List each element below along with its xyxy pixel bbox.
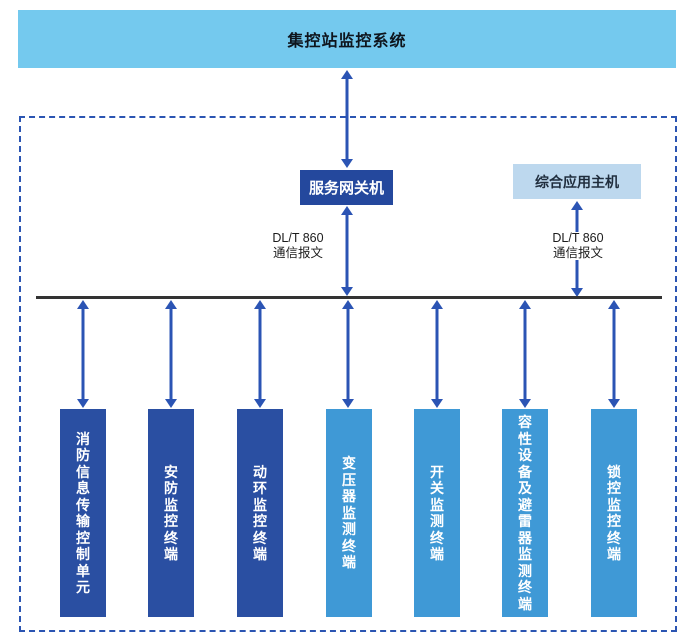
- arrowhead-down-icon: [341, 287, 353, 296]
- terminal-label: 变压器监测终端: [342, 455, 356, 571]
- double-arrow-bus-terminal-2-icon: [164, 300, 178, 408]
- protocol-label-left: DL/T 860 通信报文: [260, 231, 336, 261]
- arrowhead-down-icon: [341, 159, 353, 168]
- terminal-lock-control: 锁控监控终端: [591, 409, 637, 617]
- double-arrow-gateway-bus-icon: [340, 206, 354, 296]
- gateway-node: 服务网关机: [300, 170, 393, 205]
- communication-bus-line: [36, 296, 662, 299]
- terminal-env-monitor: 动环监控终端: [237, 409, 283, 617]
- terminal-label: 锁控监控终端: [607, 463, 621, 563]
- protocol-right-line1: DL/T 860: [552, 231, 604, 245]
- arrowhead-up-icon: [341, 206, 353, 215]
- terminal-capacitive-arrester-monitor: 容性设备及避雷器监测终端: [502, 409, 548, 617]
- terminal-transformer-monitor: 变压器监测终端: [326, 409, 372, 617]
- arrowhead-up-icon: [341, 70, 353, 79]
- system-banner-label: 集控站监控系统: [287, 33, 407, 50]
- gateway-node-label: 服务网关机: [308, 180, 384, 197]
- terminal-fire-info-unit: 消防信息传输控制单元: [60, 409, 106, 617]
- terminal-label: 容性设备及避雷器监测终端: [518, 414, 532, 612]
- arrowhead-up-icon: [571, 201, 583, 210]
- double-arrow-bus-terminal-5-icon: [430, 300, 444, 408]
- terminal-label: 动环监控终端: [253, 463, 267, 563]
- terminal-label: 消防信息传输控制单元: [76, 430, 90, 596]
- protocol-right-line2: 通信报文: [552, 246, 603, 260]
- terminal-label: 安防监控终端: [164, 463, 178, 563]
- double-arrow-bus-terminal-7-icon: [607, 300, 621, 408]
- double-arrow-bus-terminal-1-icon: [76, 300, 90, 408]
- app-host-node-label: 综合应用主机: [535, 173, 619, 190]
- double-arrow-bus-terminal-4-icon: [341, 300, 355, 408]
- protocol-left-line2: 通信报文: [272, 246, 323, 260]
- double-arrow-bus-terminal-6-icon: [518, 300, 532, 408]
- arrow-apphost-up-icon: [570, 201, 584, 232]
- arrow-apphost-bus-icon: [570, 260, 584, 297]
- protocol-label-right: DL/T 860 通信报文: [540, 231, 616, 261]
- terminal-security-monitor: 安防监控终端: [148, 409, 194, 617]
- app-host-node: 综合应用主机: [513, 164, 641, 199]
- double-arrow-bus-terminal-3-icon: [253, 300, 267, 408]
- terminal-label: 开关监测终端: [430, 463, 444, 563]
- protocol-left-line1: DL/T 860: [272, 231, 324, 245]
- terminal-switch-monitor: 开关监测终端: [414, 409, 460, 617]
- arrowhead-down-icon: [571, 288, 583, 297]
- system-banner: 集控站监控系统: [18, 10, 676, 68]
- double-arrow-banner-gateway-icon: [340, 70, 354, 168]
